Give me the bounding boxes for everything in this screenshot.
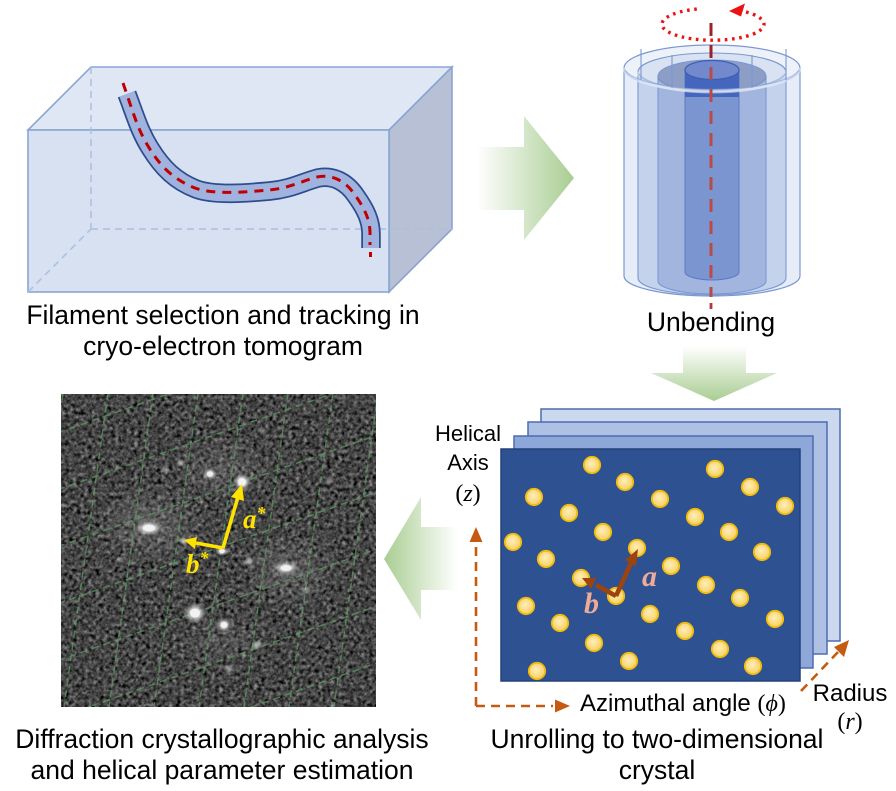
svg-text:b: b	[584, 587, 599, 620]
svg-text:cryo-electron tomogram: cryo-electron tomogram	[83, 331, 363, 361]
svg-text:Filament selection and trackin: Filament selection and tracking in	[26, 300, 419, 330]
svg-text:Diffraction crystallographic a: Diffraction crystallographic analysis	[15, 724, 428, 754]
svg-text:Helical: Helical	[435, 421, 501, 446]
svg-text:a: a	[642, 560, 657, 593]
svg-text:Axis: Axis	[447, 450, 489, 475]
svg-text:(z): (z)	[455, 481, 480, 507]
svg-text:and helical parameter estimati: and helical parameter estimation	[31, 755, 414, 785]
svg-text:Azimuthal angle (ϕ): Azimuthal angle (ϕ)	[580, 690, 786, 717]
svg-text:Radius: Radius	[813, 680, 888, 707]
svg-text:crystal: crystal	[619, 755, 696, 785]
svg-text:(r): (r)	[837, 709, 862, 735]
svg-text:Unbending: Unbending	[647, 307, 775, 337]
svg-text:Unrolling to two-dimensional: Unrolling to two-dimensional	[491, 724, 824, 754]
